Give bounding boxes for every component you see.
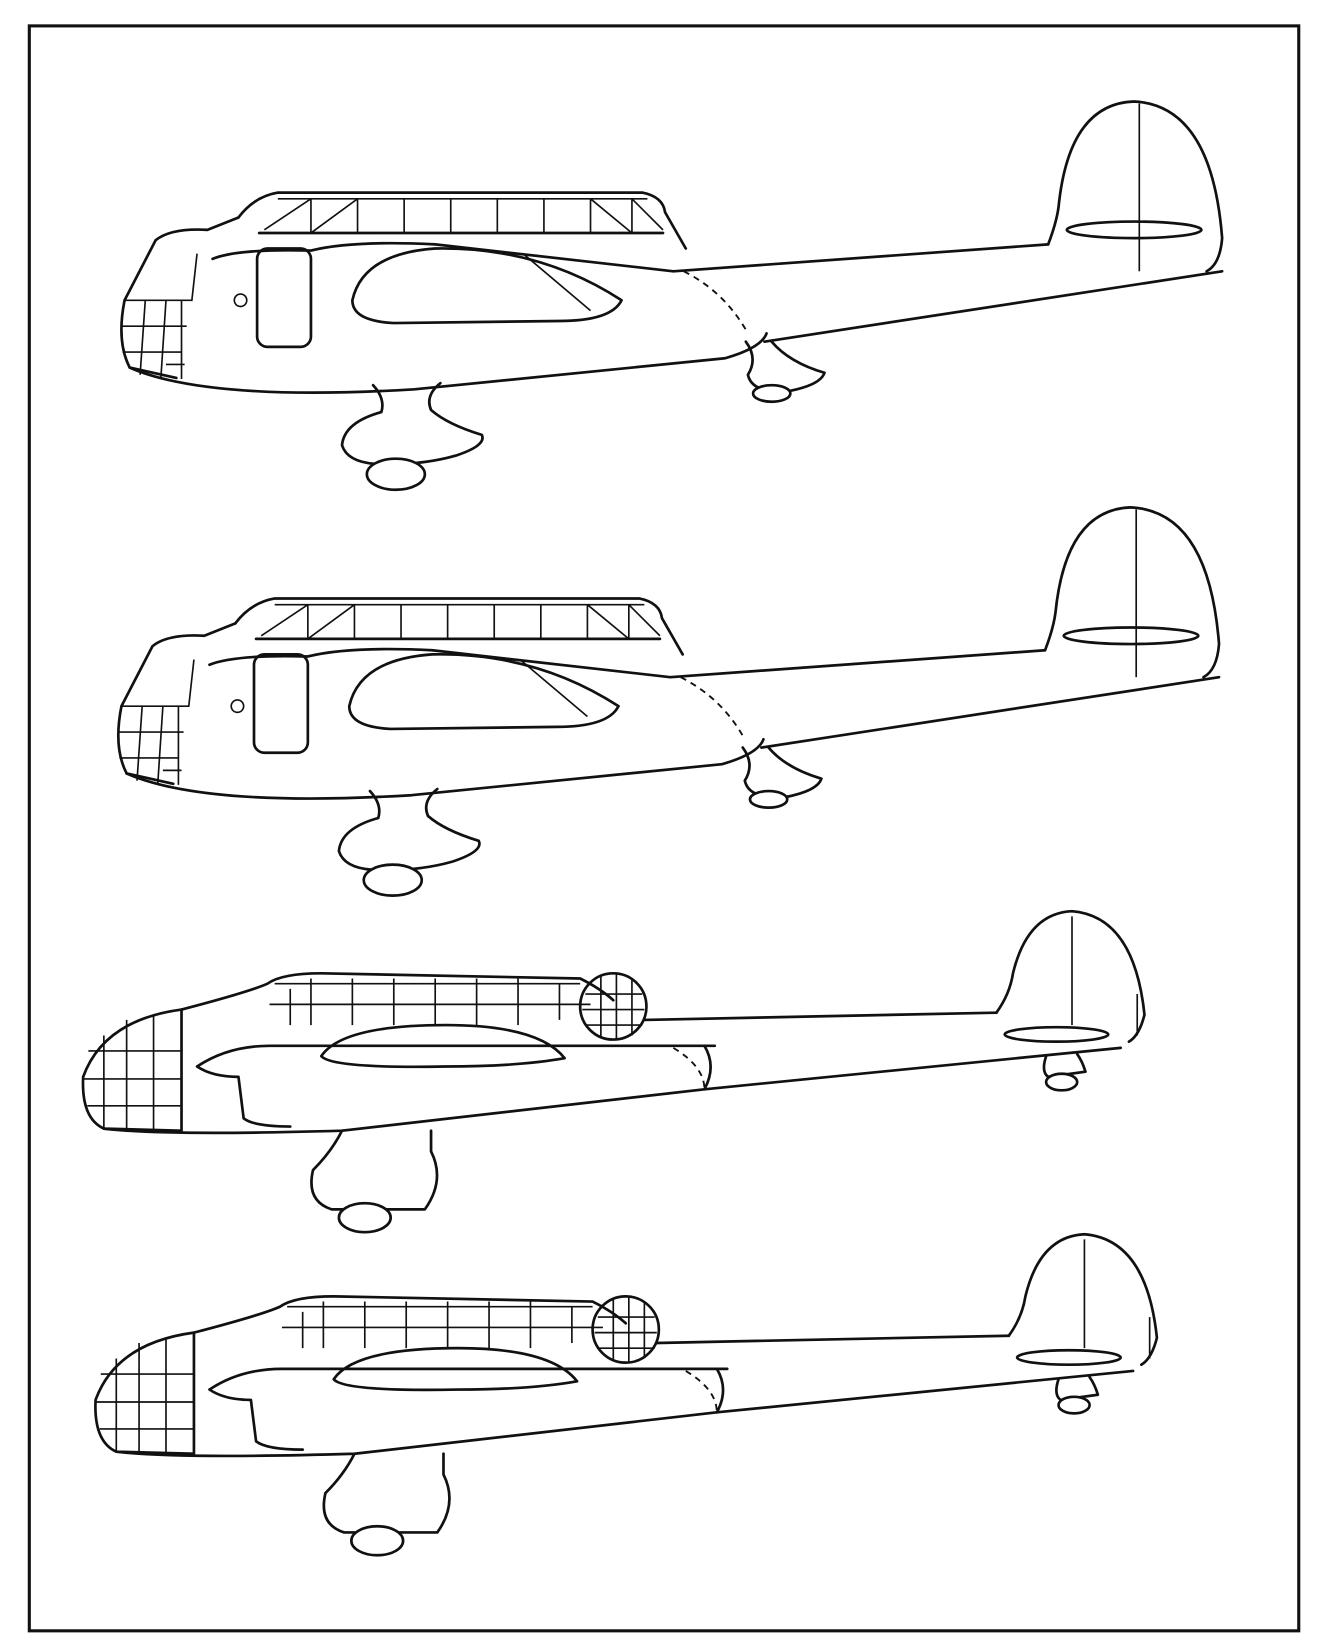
canopy xyxy=(351,247,623,325)
canopy xyxy=(319,1023,566,1069)
main-wheel xyxy=(337,1201,393,1234)
nose-dome xyxy=(81,1008,183,1133)
stabilizer xyxy=(1003,1025,1110,1044)
tail-wheel xyxy=(751,383,792,404)
upper-wing-truss xyxy=(237,191,688,250)
tail-boom xyxy=(672,243,1224,344)
gun-turret xyxy=(578,971,648,1041)
main-wheel xyxy=(365,457,427,492)
tail-wheel xyxy=(1044,1072,1079,1092)
fuselage-bottom xyxy=(102,1044,712,1135)
aircraft-variant-3 xyxy=(81,909,1146,1234)
main-landing-gear xyxy=(310,1129,439,1211)
stabilizer xyxy=(1065,220,1203,240)
wing-strut-dashed xyxy=(672,1047,706,1090)
fuselage-bottom xyxy=(128,332,768,394)
frame-border xyxy=(27,24,1301,1633)
wing-strut-dashed xyxy=(683,270,749,334)
cabin-door xyxy=(255,247,313,349)
tail-fin xyxy=(995,909,1146,1044)
cabin-top xyxy=(180,971,615,1011)
tail-fin xyxy=(1046,100,1224,273)
aircraft-variant-1 xyxy=(120,100,1224,492)
tail-boom xyxy=(643,1011,1123,1091)
